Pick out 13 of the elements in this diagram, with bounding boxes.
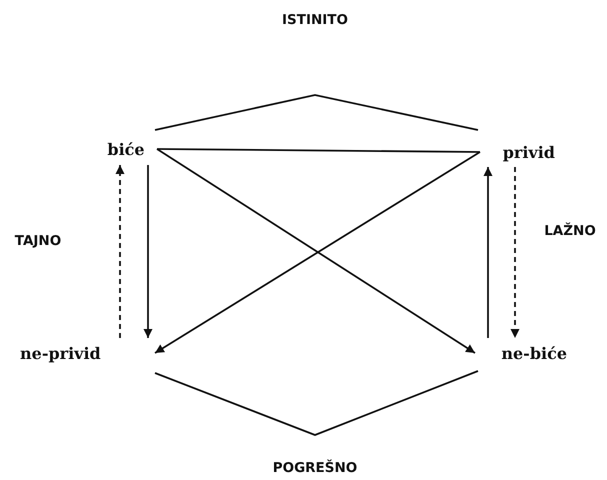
term-label: ne-privid	[20, 338, 155, 368]
category-label: TAJNO	[14, 233, 62, 249]
arrow	[144, 165, 152, 338]
line	[157, 148, 480, 153]
dashed-arrow	[116, 165, 124, 338]
category-label: ISTINITO	[282, 12, 348, 28]
term-label: privid	[480, 137, 555, 167]
category-label: LAŽNO	[544, 223, 596, 239]
term-label: ne-biće	[475, 338, 567, 368]
dashed-arrow	[510, 167, 520, 338]
term-label: biće	[95, 133, 157, 165]
category-label: POGREŠNO	[272, 460, 358, 476]
arrow	[484, 167, 492, 338]
